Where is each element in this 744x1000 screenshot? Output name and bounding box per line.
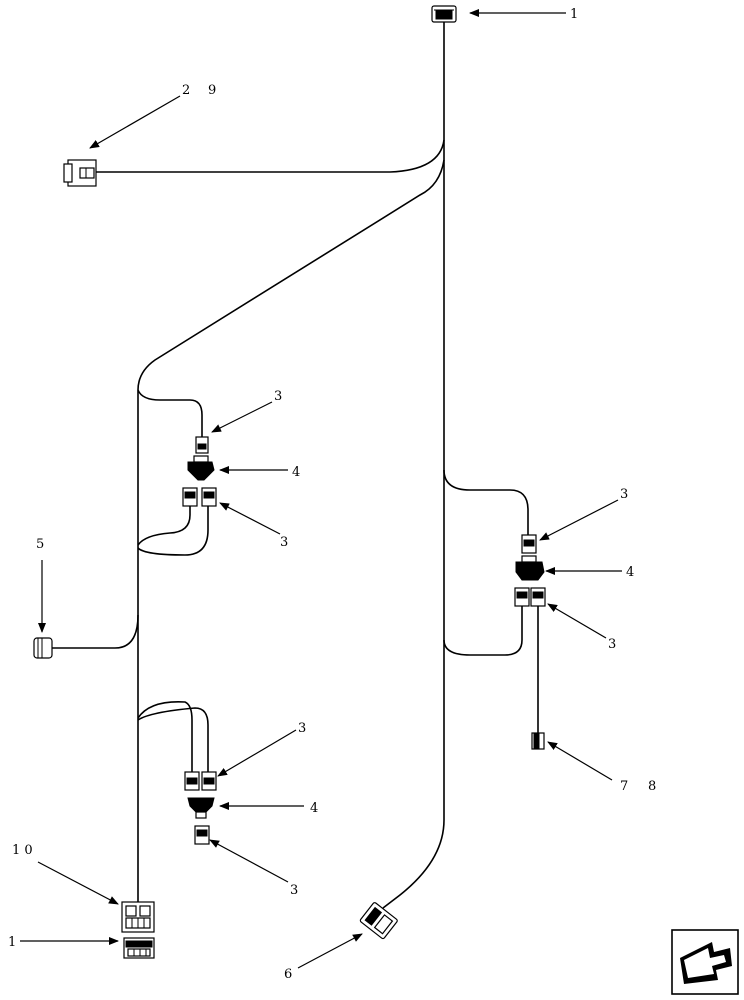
leader-lines [20,9,622,969]
callout-4-a: 4 [292,465,300,480]
callout-10: 1 0 [12,843,33,858]
connector-1-top [431,5,457,23]
connector-3-b-pair [182,487,217,507]
connector-5 [33,637,53,659]
connector-10 [121,901,155,933]
connector-3-d [194,825,210,845]
connector-7-8 [531,732,545,750]
callout-4-b: 4 [310,801,318,816]
callout-7: 7 [620,779,628,794]
callout-3-c: 3 [298,721,306,736]
connector-3-a [195,436,209,454]
callout-2: 2 [182,83,190,98]
callout-9: 9 [208,83,216,98]
callout-3-e: 3 [620,487,628,502]
connector-3-c-pair [184,771,217,791]
callout-5: 5 [36,537,44,552]
y-splitter-4-a [187,455,215,481]
callout-4-c: 4 [626,565,634,580]
callout-3-f: 3 [608,637,616,652]
callout-3-b: 3 [280,535,288,550]
connector-6 [359,902,398,940]
callout-3-a: 3 [274,389,282,404]
callout-1-bottom: 1 [8,935,16,950]
callout-3-d: 3 [290,883,298,898]
connector-2-9 [63,159,97,187]
callout-6: 6 [284,967,292,982]
connector-3-e [521,534,537,554]
callout-1-top: 1 [570,7,578,22]
y-splitter-4-c [515,555,545,581]
harness-wires [52,22,539,909]
connector-1-bottom [123,937,155,959]
navigation-arrow-icon[interactable] [671,929,739,995]
connector-3-f-pair [514,587,546,607]
y-splitter-4-b [187,797,215,819]
callout-8: 8 [648,779,656,794]
